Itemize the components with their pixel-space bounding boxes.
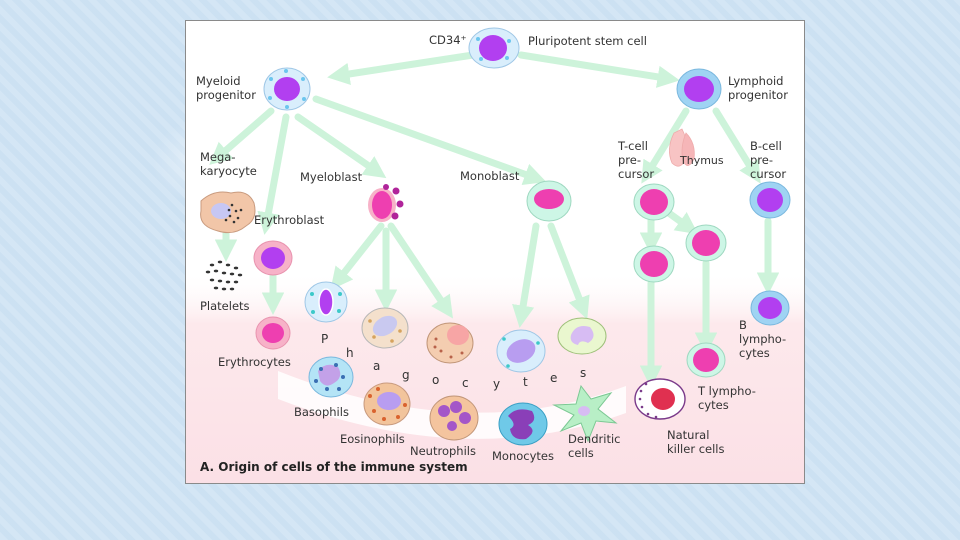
- monoblast-label: Monoblast: [460, 169, 520, 183]
- lymphoid-label-line1: Lymphoid: [728, 74, 783, 88]
- phagocytes-letter: g: [402, 368, 410, 382]
- b-lymphocytes-label-line2: lympho-: [739, 332, 786, 346]
- phagocyte-precursor-cell-2: [361, 307, 409, 349]
- t-lymphocytes-label-line1: T lympho-: [697, 384, 756, 398]
- arrow-lymphoid-to-tcell-precursor: [641, 107, 690, 184]
- megakaryocyte-label-line1: Mega-: [200, 150, 236, 164]
- dendritic-cell: [552, 384, 618, 443]
- cd34-label: CD34⁺: [429, 33, 467, 47]
- phagocytes-letter: c: [462, 376, 469, 390]
- arrow-myeloid-to-monoblast: [312, 95, 547, 185]
- b-lymphocyte-cell: [750, 290, 790, 326]
- lymphoid-label-line2: progenitor: [728, 88, 788, 102]
- phagocytes-label: P h a g o c y t e s: [321, 332, 586, 391]
- stem-cell-label: Pluripotent stem cell: [528, 34, 647, 48]
- thymus-label: Thymus: [679, 154, 724, 167]
- nk-label-line2: killer cells: [667, 442, 724, 456]
- monocyte-precursor-cell: [496, 329, 546, 373]
- phagocytes-letter: s: [580, 366, 586, 380]
- basophil-cell: [308, 356, 354, 398]
- arrow-monoblast-to-monocytes: [512, 222, 540, 328]
- t-lymphocyte-cell: [686, 342, 726, 378]
- tcell-precursor-label-line1: T-cell: [617, 139, 648, 153]
- myeloid-label-line1: Myeloid: [196, 74, 241, 88]
- phagocyte-precursor-cell-3: [426, 322, 474, 364]
- b-lymphocytes-label-line1: B: [739, 318, 747, 332]
- basophils-label: Basophils: [294, 405, 349, 419]
- monocyte-cell: [498, 402, 548, 446]
- bcell-precursor-label-line3: cursor: [750, 167, 786, 181]
- myeloid-label-line2: progenitor: [196, 88, 256, 102]
- myeloblast-label: Myeloblast: [300, 170, 363, 184]
- monoblast-cell: [526, 180, 572, 222]
- t-lymphocytes-label-line2: cytes: [698, 398, 729, 412]
- bcell-precursor-label-line1: B-cell: [750, 139, 782, 153]
- erythroblast-cell: [253, 240, 293, 276]
- megakaryocyte-cell: [200, 191, 256, 234]
- tcell-precursor-cell: [633, 183, 675, 221]
- thymus-icon: [669, 128, 695, 167]
- phagocytes-letter: a: [373, 359, 380, 373]
- phagocytes-letter: t: [523, 375, 528, 389]
- arrow-monoblast-to-dendritic: [547, 222, 590, 320]
- phagocyte-precursor-cell-1: [304, 281, 348, 323]
- phagocytes-letter: e: [550, 371, 557, 385]
- thymocyte-cell-b: [633, 245, 675, 283]
- stem-cell: [468, 27, 520, 69]
- b-lymphocytes-label-line3: cytes: [739, 346, 770, 360]
- neutrophils-label: Neutrophils: [410, 444, 476, 458]
- phagocytes-letter: o: [432, 373, 439, 387]
- dendritic-label-line1: Dendritic: [568, 432, 620, 446]
- myeloid-progenitor-cell: [263, 67, 311, 111]
- monocytes-label: Monocytes: [492, 449, 554, 463]
- arrow-lymphoid-to-bcell-precursor: [712, 107, 761, 184]
- figure-caption: A. Origin of cells of the immune system: [200, 460, 468, 474]
- arrow-stem-to-lymphoid: [517, 51, 680, 88]
- tcell-precursor-label-line3: cursor: [618, 167, 654, 181]
- eosinophil-cell: [363, 382, 411, 426]
- erythrocytes-label: Erythrocytes: [218, 355, 291, 369]
- arrow-tcell-pre-right: [662, 207, 699, 235]
- dendritic-precursor-cell: [557, 317, 607, 355]
- arrow-myeloid-to-megakaryocyte: [209, 107, 275, 165]
- nk-label-line1: Natural: [667, 428, 709, 442]
- arrow-myeloid-to-erythroblast: [257, 113, 290, 235]
- erythrocyte-cell: [255, 316, 291, 350]
- megakaryocyte-label-line2: karyocyte: [200, 164, 257, 178]
- lineage-arrows: [209, 51, 780, 388]
- eosinophils-label: Eosinophils: [340, 432, 405, 446]
- thymocyte-cell-a: [685, 224, 727, 262]
- natural-killer-cell: [634, 378, 686, 420]
- lymphoid-progenitor-cell: [676, 68, 722, 110]
- phagocytes-letter: h: [346, 346, 354, 360]
- arrow-myeloblast-to-neutrophils: [387, 222, 453, 319]
- erythroblast-label: Erythroblast: [254, 213, 325, 227]
- platelets-icon: [205, 260, 243, 291]
- arrow-stem-to-myeloid: [327, 51, 477, 86]
- tcell-precursor-label-line2: pre-: [618, 153, 641, 167]
- bcell-precursor-cell: [749, 181, 791, 219]
- neutrophil-cell: [429, 395, 479, 441]
- myeloblast-cell: [368, 184, 404, 222]
- bcell-precursor-label-line2: pre-: [750, 153, 773, 167]
- arrow-myeloid-to-myeloblast: [294, 113, 387, 179]
- arrow-myeloblast-to-basophils: [330, 222, 385, 291]
- immune-cell-origin-diagram: CD34⁺ Pluripotent stem cell Myeloid prog…: [186, 27, 804, 483]
- phagocytes-letter: P: [321, 332, 328, 346]
- dendritic-label-line2: cells: [568, 446, 594, 460]
- platelets-label: Platelets: [200, 299, 250, 313]
- phagocytes-letter: y: [493, 377, 500, 391]
- diagram-panel: CD34⁺ Pluripotent stem cell Myeloid prog…: [185, 20, 805, 484]
